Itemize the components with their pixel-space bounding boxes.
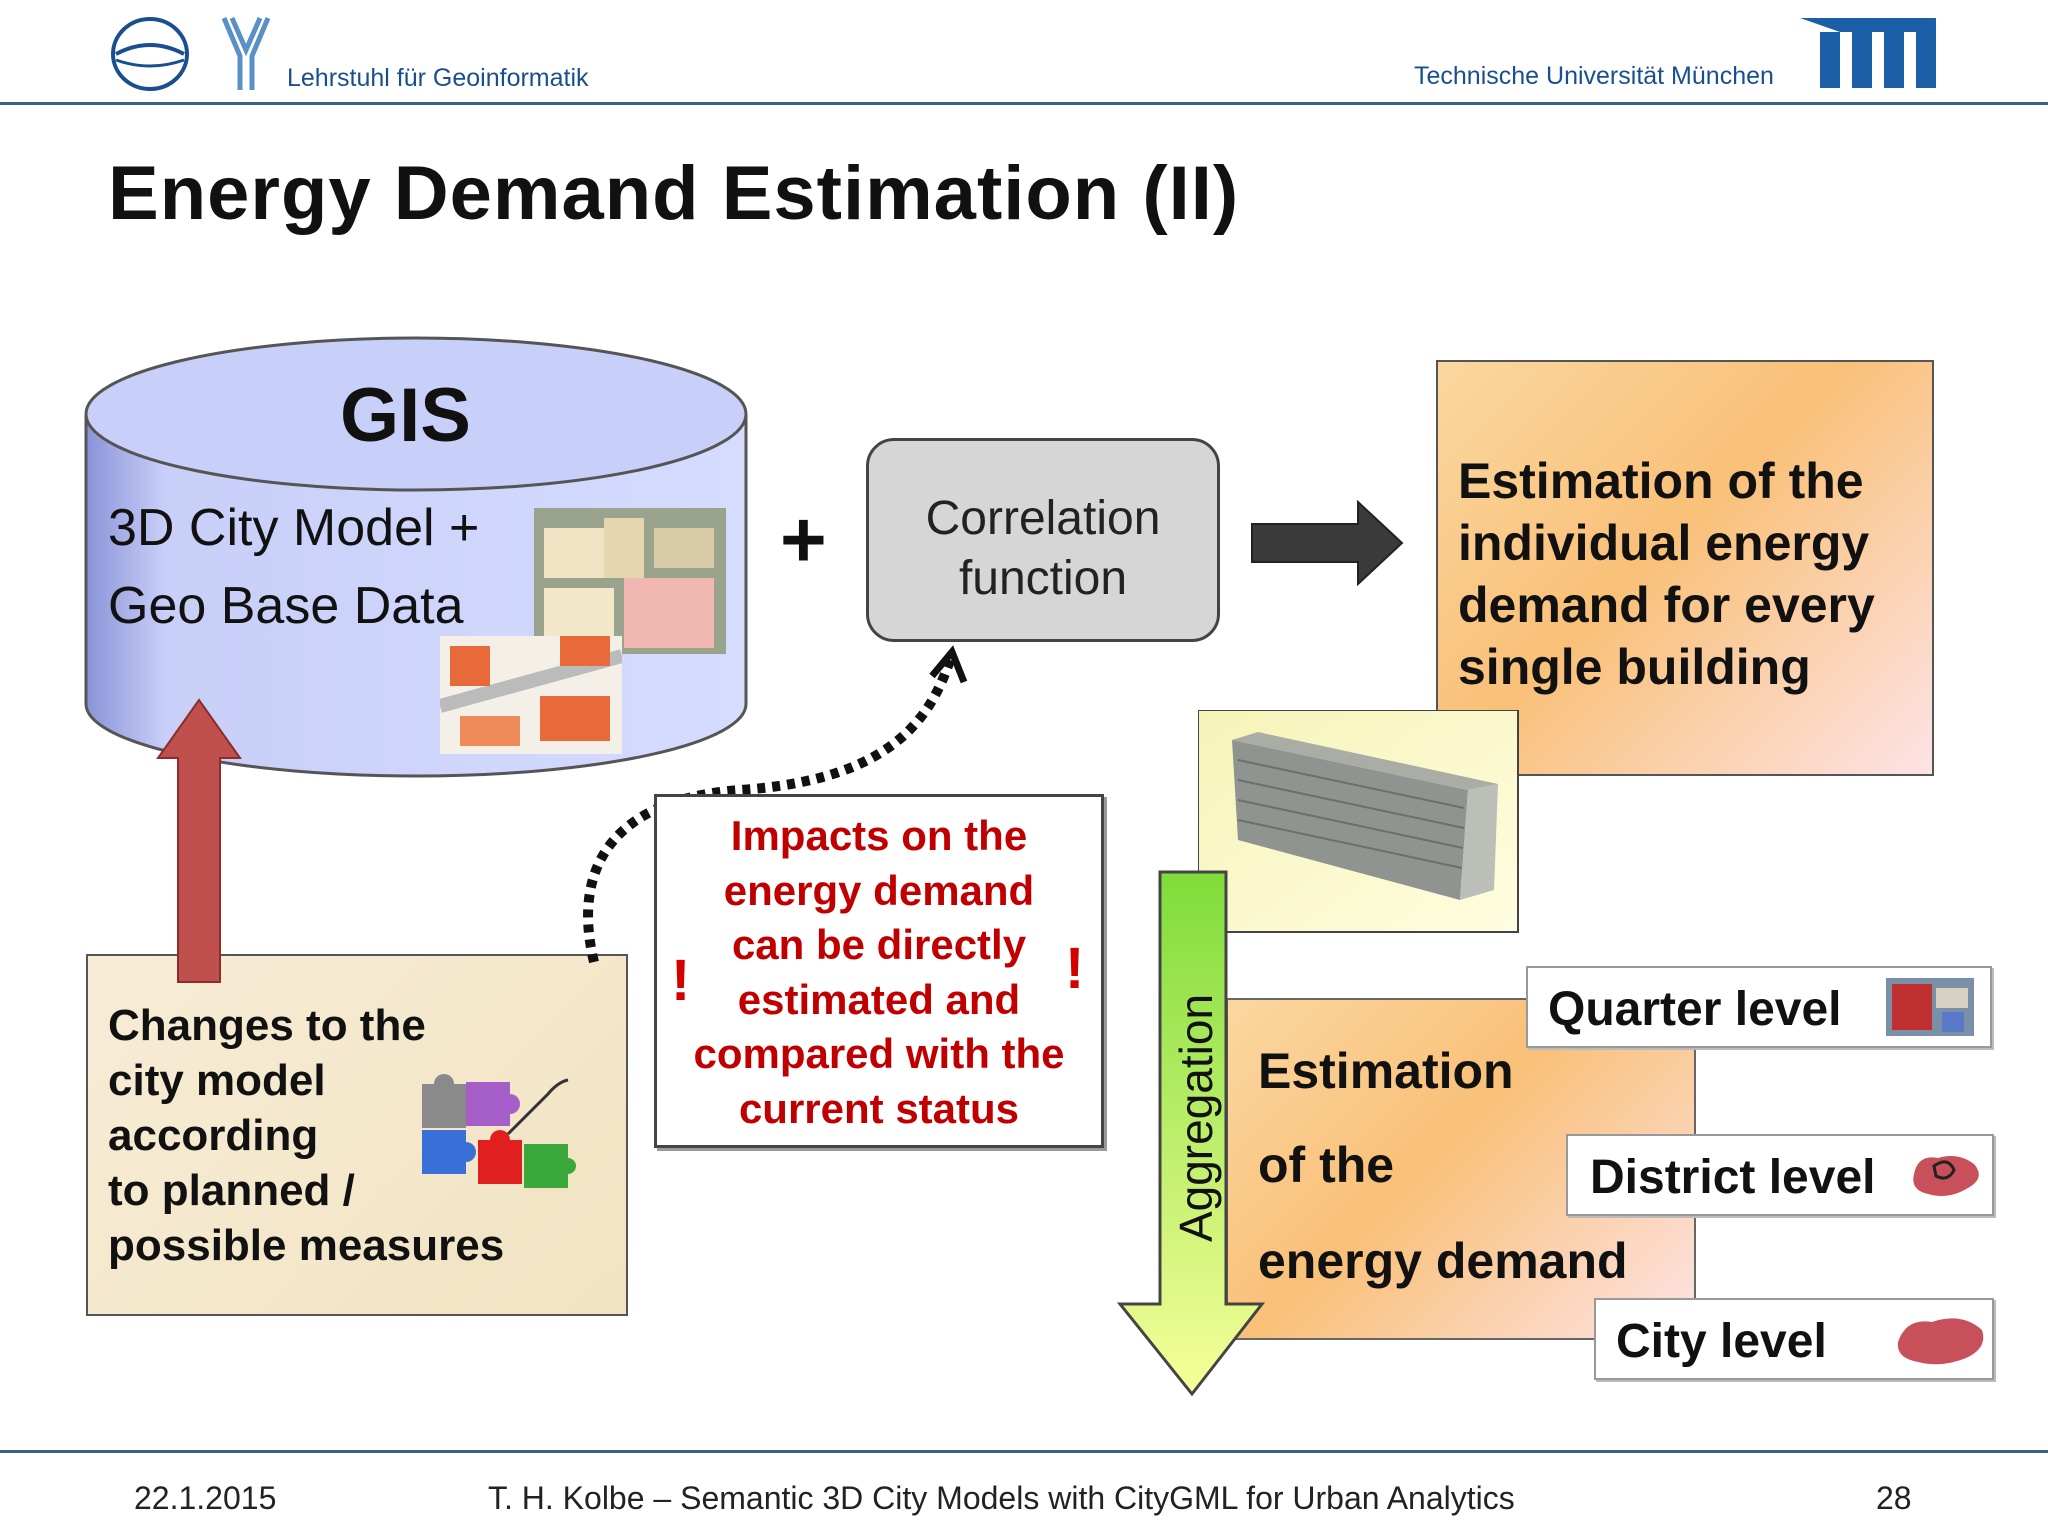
quarter-map-icon <box>1886 978 1974 1036</box>
quarter-level-box: Quarter level <box>1526 966 1992 1048</box>
tum-geo-circle-logo <box>111 17 189 91</box>
city-level-box: City level <box>1594 1298 1994 1380</box>
dotted-feedback-arrow <box>583 645 968 964</box>
footer-rule <box>0 1450 2048 1453</box>
city-map-icon <box>1897 1318 1984 1365</box>
district-map-icon <box>1913 1156 1979 1196</box>
changes-text: Changes to the city model according to p… <box>108 998 504 1273</box>
estimation-individual-line: Estimation of the <box>1458 453 1864 509</box>
building-image <box>1198 710 1519 933</box>
changes-line: city model <box>108 1056 326 1105</box>
result-arrow <box>1251 500 1404 586</box>
footer-citation: T. H. Kolbe – Semantic 3D City Models wi… <box>488 1480 1515 1516</box>
plus-sign: + <box>780 495 827 584</box>
impacts-line: Impacts on the <box>730 812 1028 859</box>
footer-date: 22.1.2015 <box>134 1480 277 1516</box>
gis-line2: Geo Base Data <box>108 577 464 635</box>
footer-page-number: 28 <box>1876 1480 1912 1516</box>
impacts-line: energy demand <box>723 866 1035 914</box>
impacts-line: current status <box>738 1084 1020 1132</box>
geo-base-map-image <box>440 636 622 754</box>
changes-line: to planned / <box>108 1166 355 1215</box>
tum-crest-logo <box>222 16 270 90</box>
slide-title: Energy Demand Estimation (II) <box>108 151 1240 236</box>
gis-title: GIS <box>340 373 471 458</box>
puzzle-icon <box>422 1074 576 1188</box>
district-level-label: District level <box>1590 1151 1876 1204</box>
correlation-line1: Correlation <box>925 492 1161 545</box>
changes-line: possible measures <box>108 1221 505 1270</box>
estimation-individual-text: Estimation of the individual energy dema… <box>1458 450 1875 698</box>
changes-line: Changes to the <box>108 1001 426 1050</box>
estimation-demand-line2: of the <box>1258 1137 1395 1193</box>
aggregation-label: Aggregation <box>1170 993 1222 1243</box>
chair-name: Lehrstuhl für Geoinformatik <box>287 64 589 92</box>
tum-logo <box>1800 18 1936 88</box>
estimation-individual-line: individual energy <box>1458 515 1870 571</box>
estimation-individual-line: demand for every <box>1458 577 1875 633</box>
impacts-box: Impacts on the energy demand can be dire… <box>654 794 1104 1148</box>
impacts-line: estimated and <box>737 975 1021 1023</box>
changes-box: Changes to the city model according to p… <box>86 954 628 1316</box>
estimation-individual-line: single building <box>1458 639 1811 695</box>
exclaim-left: ! <box>671 948 691 1013</box>
exclaim-right: ! <box>1065 936 1085 1001</box>
impacts-line: can be directly <box>731 921 1027 968</box>
quarter-level-label: Quarter level <box>1548 983 1842 1036</box>
changes-line: according <box>108 1111 319 1160</box>
correlation-line2: function <box>958 552 1128 605</box>
city-level-label: City level <box>1616 1315 1827 1368</box>
estimation-individual-box: Estimation of the individual energy dema… <box>1436 360 1934 776</box>
impacts-text: Impacts on the energy demand can be dire… <box>657 809 1101 1136</box>
gis-line1: 3D City Model + <box>108 499 480 557</box>
estimation-demand-line1: Estimation <box>1258 1043 1514 1099</box>
header-rule <box>0 102 2048 105</box>
university-name: Technische Universität München <box>1414 62 1774 90</box>
district-level-box: District level <box>1566 1134 1994 1216</box>
aggregation-arrow <box>1116 870 1266 1397</box>
correlation-box: Correlation function <box>866 438 1220 642</box>
city-model-image <box>534 508 726 654</box>
changes-up-arrow <box>156 698 242 983</box>
impacts-line: compared with the <box>693 1030 1065 1077</box>
estimation-demand-line3: energy demand <box>1258 1233 1628 1289</box>
